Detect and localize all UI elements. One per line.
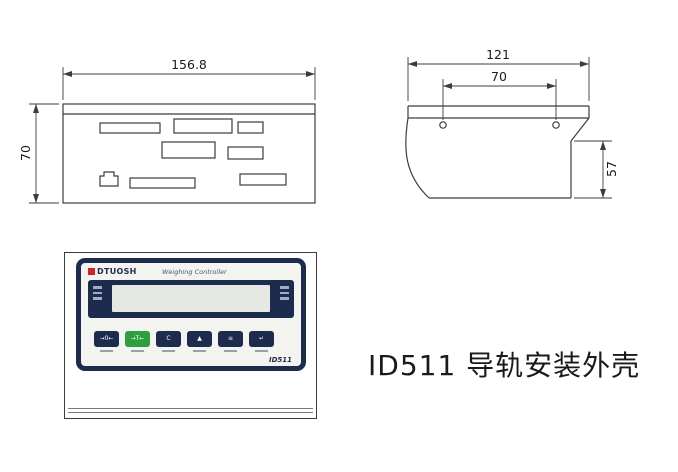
key-caption-row <box>88 350 294 352</box>
keypad: →0← →T← C ▲ ≡ ↵ <box>88 331 294 347</box>
key-enter-glyph: ↵ <box>258 335 265 342</box>
rear-height-dimension: 70 <box>18 103 59 204</box>
key-up-glyph: ▲ <box>197 335 202 342</box>
key-clear: C <box>156 331 181 347</box>
top-width-dimension: 121 <box>407 47 590 101</box>
housing-base-line <box>68 408 313 409</box>
brand-name: DTUOSH <box>97 267 137 276</box>
display-bezel <box>88 280 294 318</box>
device-housing: DTUOSH Weighing Controller →0← <box>64 252 317 419</box>
rear-view-outline <box>62 103 316 204</box>
front-bezel-curve <box>405 117 430 199</box>
key-zero-glyph: →0← <box>99 335 114 342</box>
side-height-label: 57 <box>604 161 619 177</box>
rear-width-dimension: 156.8 <box>62 57 316 100</box>
key-menu: ≡ <box>218 331 243 347</box>
hole-spacing-dimension: 70 <box>442 69 557 120</box>
side-height-dimension: 57 <box>574 140 619 199</box>
hole-spacing-label: 70 <box>491 69 507 84</box>
housing-base-line <box>68 412 313 413</box>
rear-panel-connectors <box>99 118 287 189</box>
key-enter: ↵ <box>249 331 274 347</box>
device-tagline: Weighing Controller <box>161 267 227 276</box>
rear-height-label: 70 <box>18 145 33 161</box>
key-menu-glyph: ≡ <box>227 335 234 342</box>
top-width-label: 121 <box>486 47 510 62</box>
top-view-drawing <box>405 105 590 199</box>
key-tare: →T← <box>125 331 150 347</box>
key-zero: →0← <box>94 331 119 347</box>
panel-header: DTUOSH Weighing Controller <box>88 265 294 278</box>
rear-width-label: 156.8 <box>171 57 207 72</box>
key-clear-glyph: C <box>166 335 171 342</box>
model-label: ID511 <box>268 356 292 364</box>
key-tare-glyph: →T← <box>130 335 145 342</box>
lcd-display <box>112 285 270 312</box>
unit-annunciators-right <box>280 286 289 300</box>
power-connector <box>99 171 119 187</box>
rear-view-drawing <box>62 103 316 204</box>
status-annunciators-left <box>93 286 102 300</box>
caption-text: ID511 导轨安装外壳 <box>368 349 641 382</box>
brand-logo-icon <box>88 268 95 275</box>
key-up: ▲ <box>187 331 212 347</box>
brand-logo: DTUOSH <box>88 267 137 276</box>
mounting-hole-right <box>552 121 560 129</box>
mounting-hole-left <box>439 121 447 129</box>
device-front-panel: DTUOSH Weighing Controller →0← <box>76 258 306 371</box>
